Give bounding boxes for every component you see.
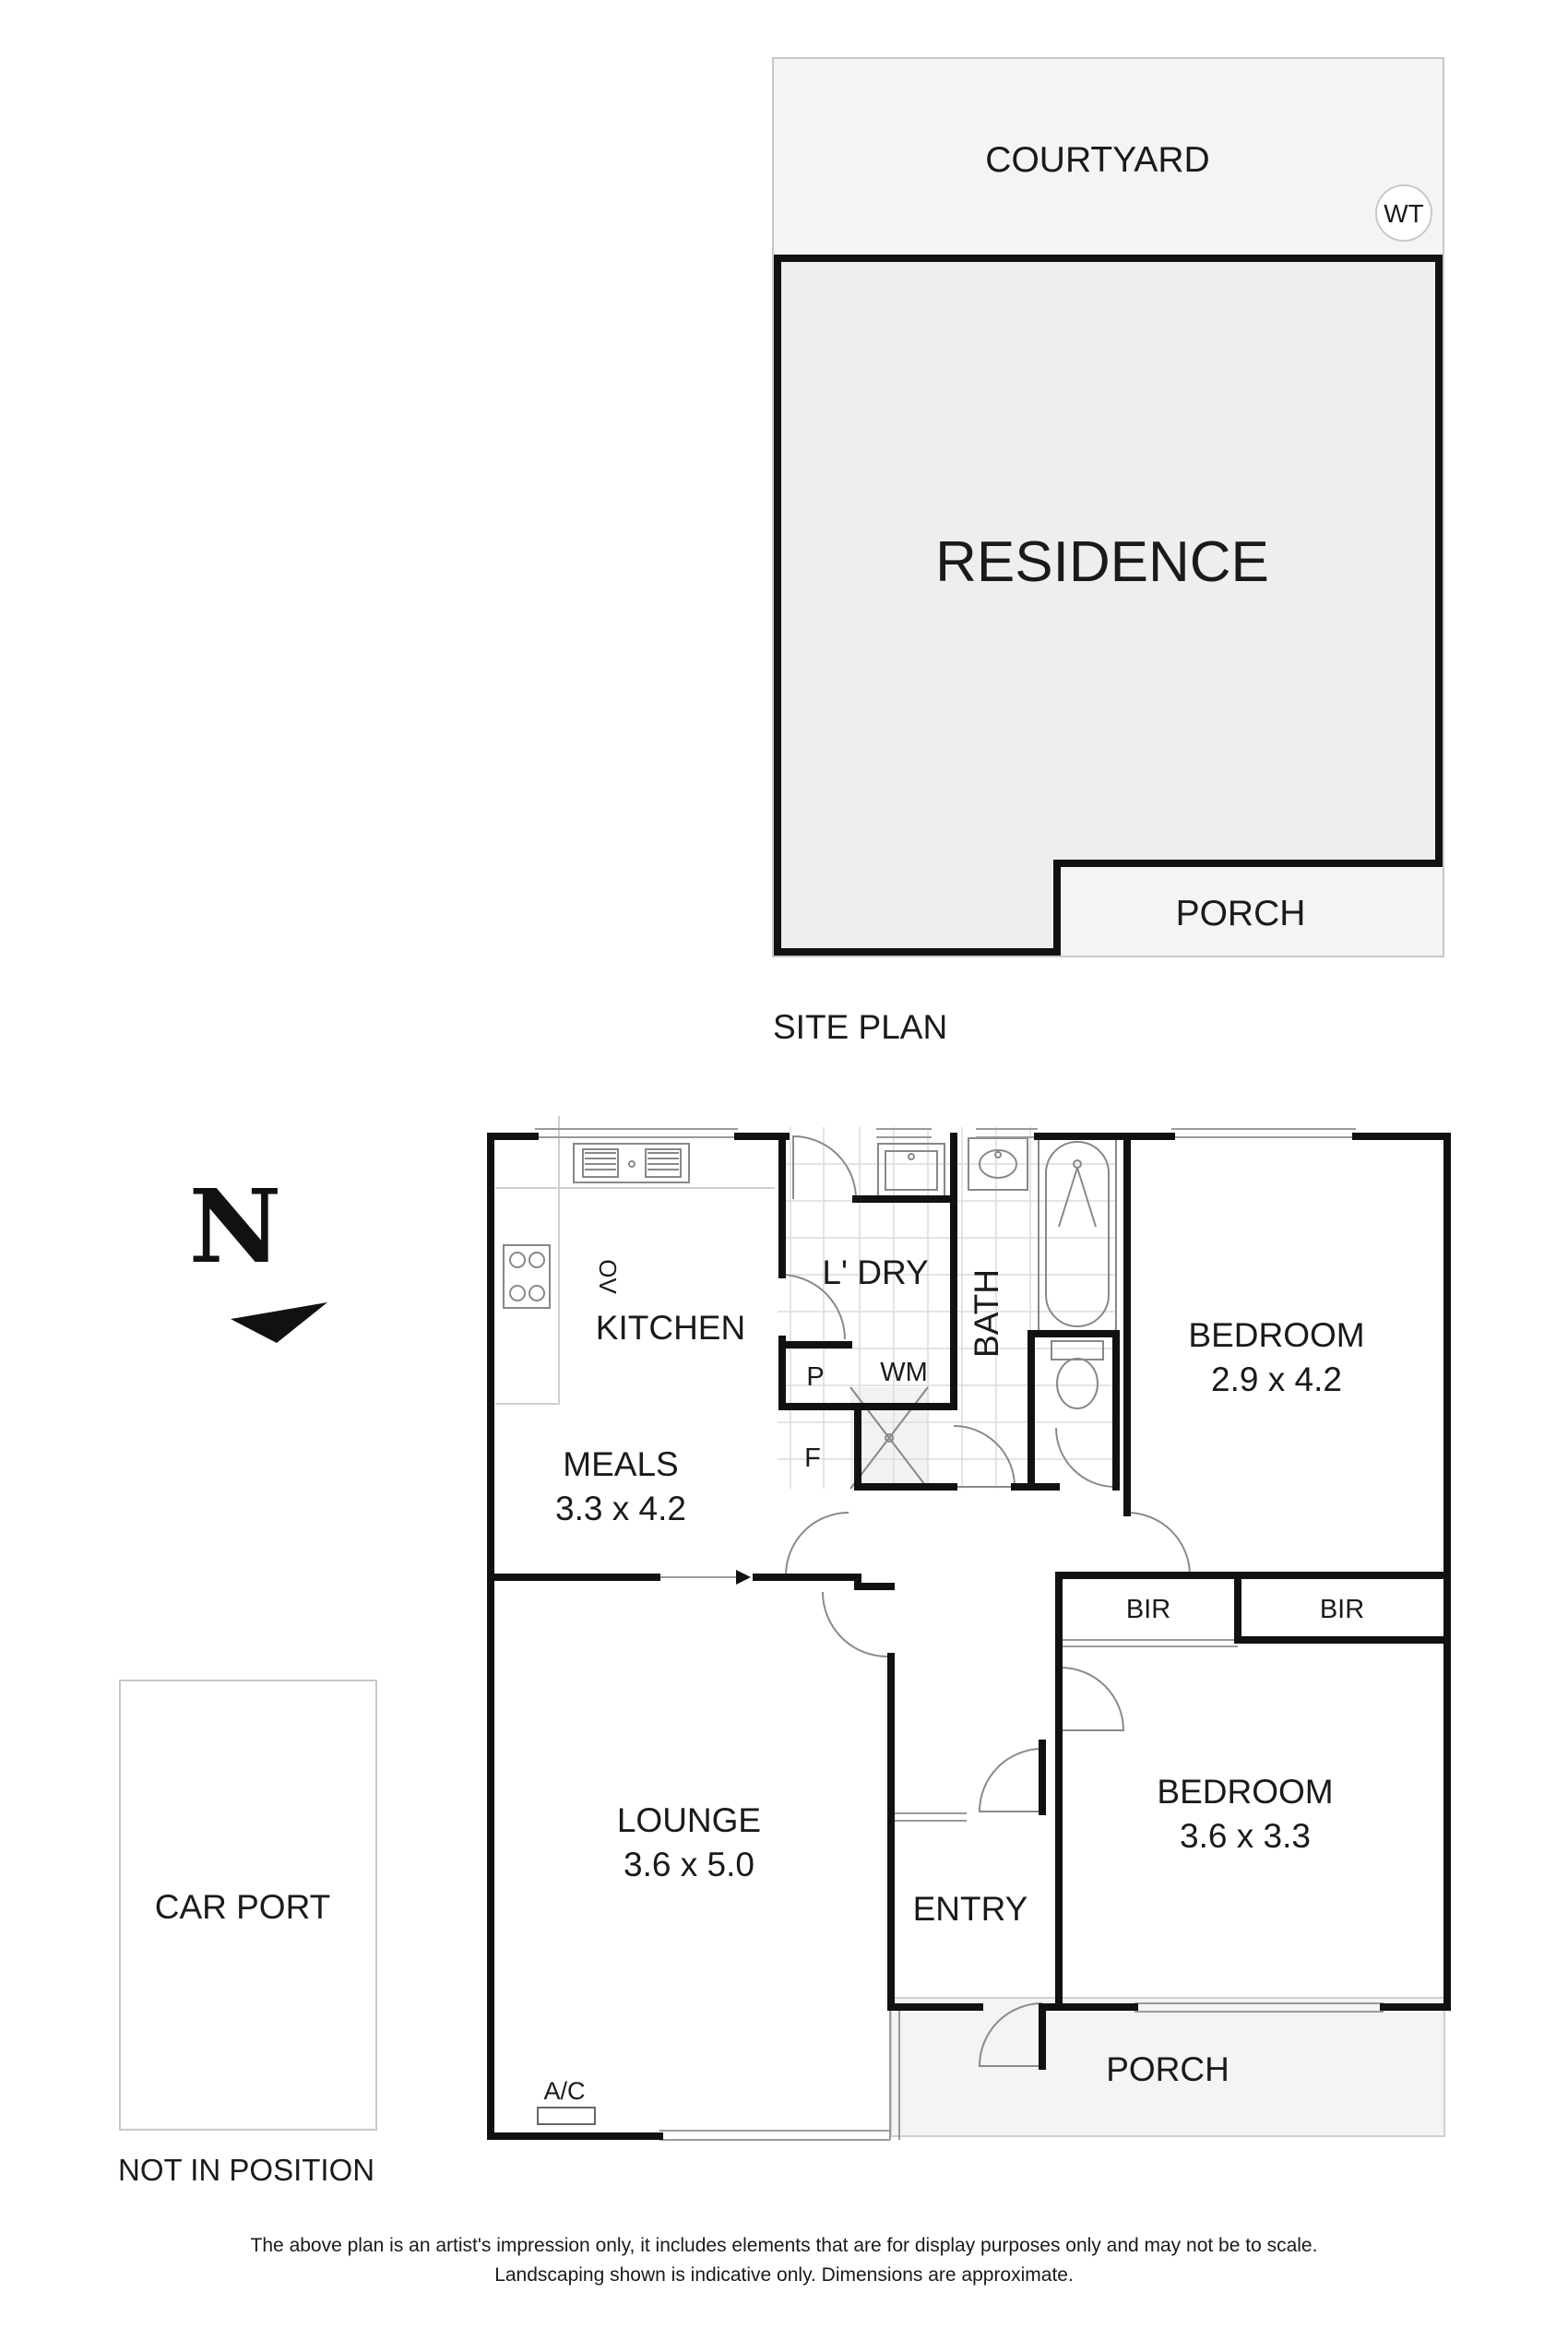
kitchen-sink-icon bbox=[573, 1143, 690, 1183]
pantry-label: P bbox=[806, 1362, 824, 1392]
bath-label: BATH bbox=[968, 1269, 1005, 1358]
water-tank-label: WT bbox=[1384, 199, 1424, 228]
bedroom-1-label: BEDROOM bbox=[1188, 1316, 1364, 1354]
kitchen-label: KITCHEN bbox=[596, 1309, 745, 1347]
porch-label: PORCH bbox=[1106, 2050, 1229, 2088]
compass: N bbox=[189, 1167, 327, 1343]
bedroom-1-size: 2.9 x 4.2 bbox=[1211, 1360, 1342, 1398]
north-arrow-icon bbox=[231, 1302, 327, 1343]
water-tank-symbol bbox=[1375, 184, 1432, 242]
laundry-trough-icon bbox=[877, 1143, 945, 1198]
sliding-door bbox=[657, 1570, 751, 1585]
entry-label: ENTRY bbox=[913, 1890, 1028, 1928]
kitchen-benches bbox=[495, 1116, 775, 1405]
lounge-label: LOUNGE bbox=[617, 1801, 761, 1839]
site-porch-label: PORCH bbox=[1176, 894, 1306, 933]
bedroom-2-size: 3.6 x 3.3 bbox=[1180, 1817, 1311, 1855]
bir-1-label: BIR bbox=[1126, 1595, 1170, 1624]
disclaimer-line-2: Landscaping shown is indicative only. Di… bbox=[494, 2264, 1074, 2286]
car-port-label: CAR PORT bbox=[155, 1888, 331, 1926]
car-port-outline bbox=[119, 1680, 377, 2131]
washing-machine-label: WM bbox=[880, 1358, 928, 1387]
toilet-icon bbox=[1051, 1340, 1104, 1409]
laundry-label: L' DRY bbox=[822, 1253, 928, 1291]
room-labels: KITCHEN OV L' DRY BATH P WM F MEALS 3.3 … bbox=[543, 1253, 1364, 2105]
bir-2-label: BIR bbox=[1320, 1595, 1364, 1624]
disclaimer-line-1: The above plan is an artist's impression… bbox=[250, 2235, 1318, 2256]
oven-label: OV bbox=[594, 1259, 622, 1294]
meals-size: 3.3 x 4.2 bbox=[555, 1490, 686, 1527]
cooktop-icon bbox=[503, 1244, 551, 1309]
site-plan-caption: SITE PLAN bbox=[773, 1008, 947, 1046]
not-in-position-label: NOT IN POSITION bbox=[118, 2153, 374, 2187]
courtyard-label: COURTYARD bbox=[985, 140, 1209, 180]
north-letter: N bbox=[189, 1167, 282, 1286]
air-conditioner-icon bbox=[537, 2107, 596, 2125]
site-plan: COURTYARD WT RESIDENCE PORCH SITE PLAN bbox=[772, 57, 1444, 1046]
lounge-size: 3.6 x 5.0 bbox=[624, 1846, 754, 1883]
residence-outline bbox=[774, 255, 1443, 956]
bedroom-2-label: BEDROOM bbox=[1157, 1773, 1333, 1811]
floor-plan: KITCHEN OV L' DRY BATH P WM F MEALS 3.3 … bbox=[487, 1116, 1451, 2141]
door-swings bbox=[779, 1134, 1192, 2067]
walls bbox=[487, 1133, 1451, 2140]
air-conditioner-label: A/C bbox=[543, 2077, 585, 2105]
car-port: CAR PORT NOT IN POSITION bbox=[118, 1680, 377, 2187]
meals-label: MEALS bbox=[563, 1445, 678, 1483]
fridge-label: F bbox=[804, 1443, 821, 1473]
residence-label: RESIDENCE bbox=[935, 530, 1269, 594]
bath-tiles bbox=[778, 1127, 1116, 1489]
